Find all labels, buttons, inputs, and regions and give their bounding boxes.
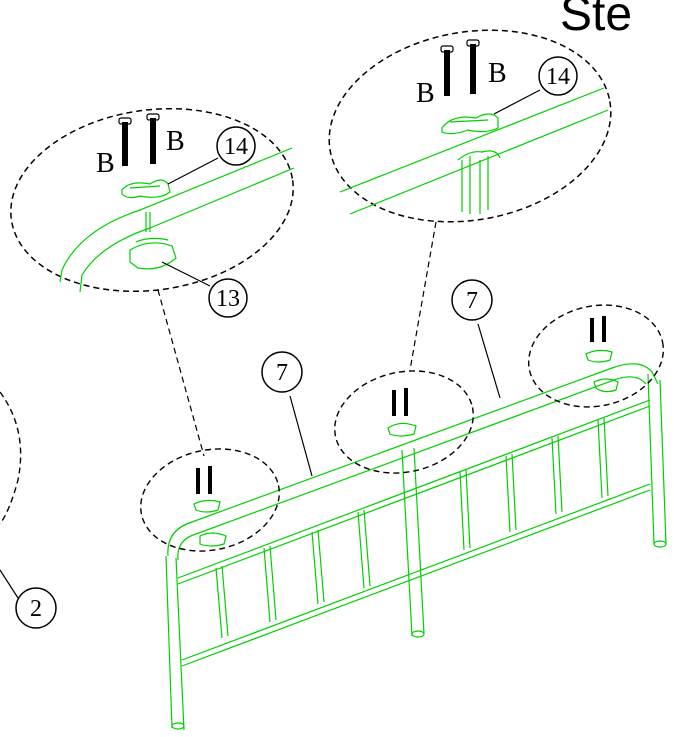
bolt-label-b-right: B bbox=[166, 126, 185, 157]
part-7-label-right: 7 bbox=[466, 288, 478, 314]
part-13-label: 13 bbox=[216, 286, 240, 312]
rail-assembly bbox=[165, 363, 667, 731]
part-7-label-left: 7 bbox=[276, 360, 288, 386]
joint-bubble-right bbox=[527, 304, 665, 408]
part-7-callout-left: 7 bbox=[261, 351, 313, 477]
detail-bubble-left: B B 14 13 bbox=[10, 107, 295, 318]
leader-right bbox=[409, 221, 437, 371]
part-14-label-left: 14 bbox=[224, 134, 248, 160]
bolt-label-b-left: B bbox=[416, 78, 435, 109]
part-2-label: 2 bbox=[30, 596, 42, 622]
bolts-left bbox=[118, 113, 160, 166]
bolt-label-b-left: B bbox=[96, 148, 115, 179]
part-14-label-right: 14 bbox=[546, 64, 570, 90]
bolt-label-b-right: B bbox=[488, 58, 507, 89]
leader-left bbox=[157, 289, 205, 457]
bolts-right bbox=[440, 39, 480, 96]
bracket-13-left bbox=[129, 212, 177, 270]
bracket-14-left bbox=[121, 179, 171, 199]
detail-bubble-right: B B 14 bbox=[328, 29, 612, 223]
part-7-callout-right: 7 bbox=[451, 279, 501, 399]
joint-bubble-middle bbox=[334, 370, 474, 474]
bracket-14-right bbox=[441, 113, 499, 135]
left-edge-detail: 2 bbox=[0, 391, 57, 629]
joint-bubble-left bbox=[140, 448, 280, 552]
step-title: Ste bbox=[560, 0, 632, 41]
